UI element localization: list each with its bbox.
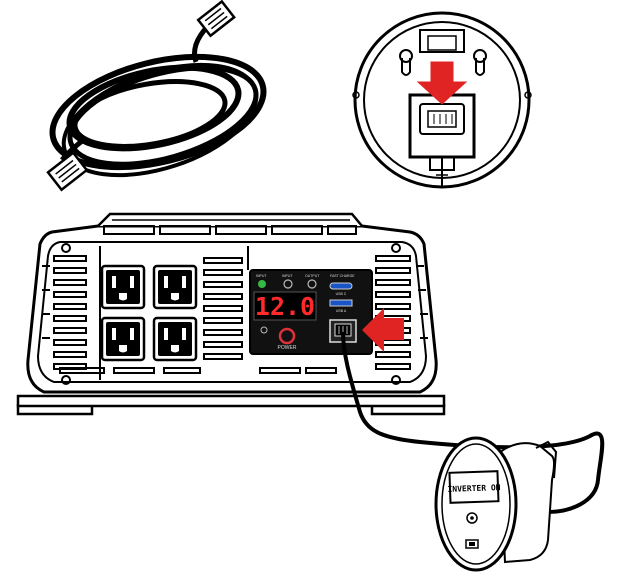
remote-switch-icon: INVERTER ON	[434, 436, 558, 572]
usb-a-label: USB A	[336, 309, 347, 313]
usb-c-port[interactable]	[329, 282, 353, 290]
output-led	[307, 279, 317, 289]
indicator-label-2: INPUT	[282, 274, 293, 278]
input-led-green	[258, 280, 266, 288]
control-panel: INPUT INPUT OUTPUT 12.0 POWER FAST CHARG…	[249, 269, 373, 355]
voltage-display-value: 12.0	[255, 292, 315, 321]
remote-screen	[448, 470, 500, 504]
rj-cable-icon	[46, 0, 267, 192]
usb-a-port[interactable]	[329, 299, 353, 307]
power-button[interactable]	[278, 327, 296, 345]
vent-slots-left	[42, 246, 101, 380]
arrow-left-icon	[362, 308, 404, 352]
voltage-display	[253, 291, 317, 321]
arrow-down-icon	[416, 61, 468, 105]
usb-label: FAST CHARGE	[330, 274, 355, 278]
vent-slots-center	[203, 246, 249, 360]
indicator-label-3: OUTPUT	[305, 274, 320, 278]
mounting-plate-icon	[352, 11, 532, 189]
power-label: POWER	[278, 345, 297, 351]
vent-slots-bottom	[59, 225, 357, 374]
remote-screen-text: INVERTER ON	[447, 483, 500, 494]
input-led	[283, 279, 293, 289]
ac-outlet-icon	[100, 264, 198, 362]
usb-c-label: USB C	[336, 292, 347, 296]
indicator-label-1: INPUT	[256, 274, 267, 278]
